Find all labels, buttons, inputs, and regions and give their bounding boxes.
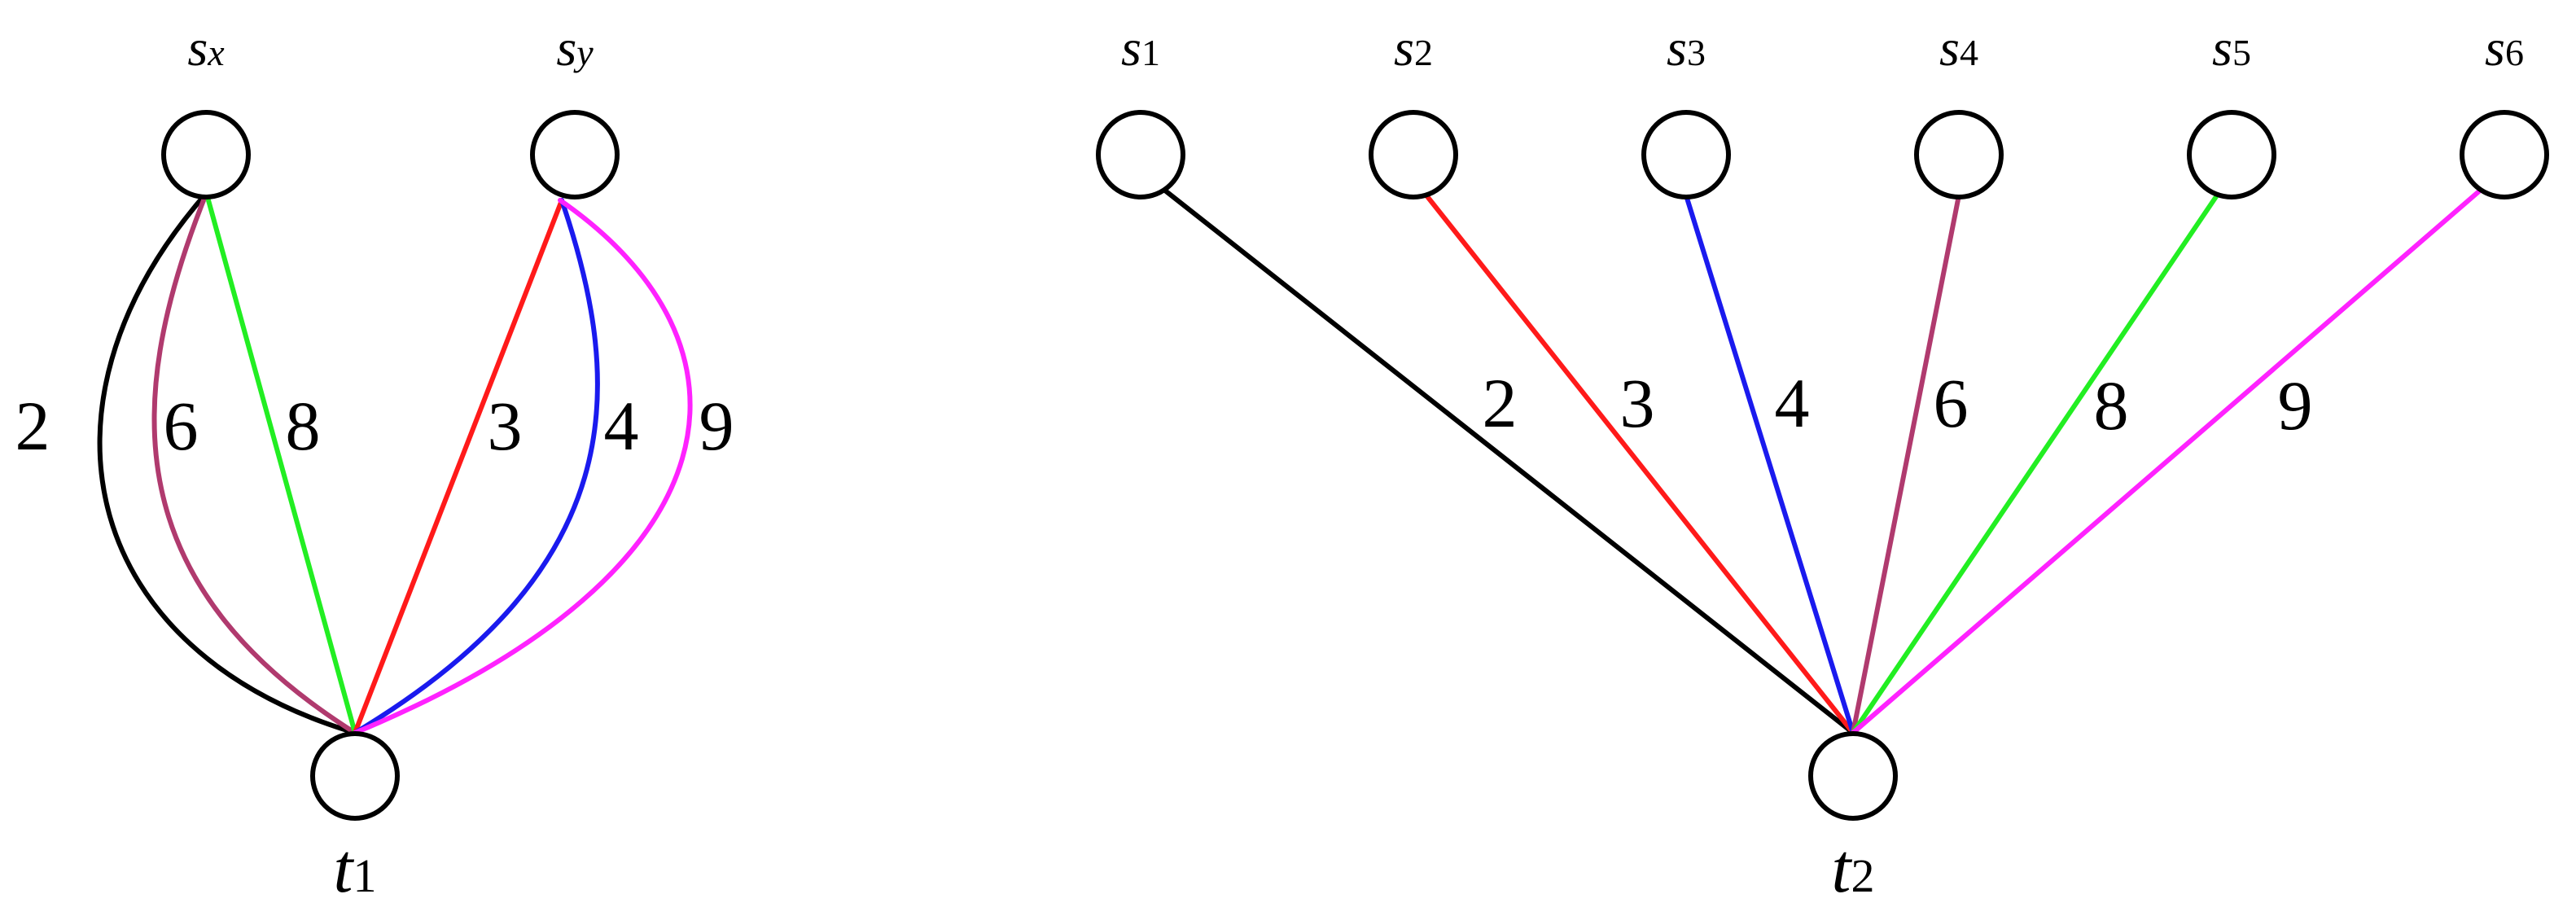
node-s3 <box>1641 110 1731 199</box>
edge-sy-t1-w9 <box>353 198 693 735</box>
node-label-s5: s5 <box>2212 19 2251 77</box>
node-label-s1: s1 <box>1121 19 1160 77</box>
node-s2 <box>1369 110 1458 199</box>
node-s4 <box>1914 110 2004 199</box>
node-s5 <box>2187 110 2276 199</box>
edge-weight-label: 3 <box>488 387 523 465</box>
edge-sx-t1-w8 <box>206 198 357 735</box>
node-label-sx: sx <box>187 19 225 77</box>
node-t2 <box>1808 731 1898 821</box>
edge-sy-t1-w4 <box>353 198 600 735</box>
node-label-s3: s3 <box>1667 19 1706 77</box>
edge-s5-t2-w8 <box>1851 193 2219 735</box>
edge-weight-label: 2 <box>15 387 50 465</box>
right-nodes: s1 s2 s3 s4 s5 s6 t2 <box>1096 19 2549 907</box>
edge-weight-label: 4 <box>1775 364 1810 442</box>
edge-weight-label: 8 <box>286 387 321 465</box>
edge-weight-label: 9 <box>2278 366 2313 445</box>
edge-sx-t1-w6 <box>151 198 357 735</box>
node-label-t2: t2 <box>1832 829 1875 907</box>
left-edges <box>97 198 693 735</box>
edge-s4-t2-w6 <box>1851 193 1961 735</box>
edge-weight-label: 6 <box>1934 364 1969 442</box>
node-t1 <box>310 731 400 821</box>
node-label-s4: s4 <box>1939 19 1978 77</box>
right-edges <box>1163 188 2482 735</box>
edge-s3-t2-w4 <box>1684 193 1855 735</box>
edge-s1-t2-w2 <box>1163 188 1855 735</box>
edge-s6-t2-w9 <box>1851 188 2482 735</box>
node-s1 <box>1096 110 1185 199</box>
node-sy <box>530 110 620 199</box>
edge-weight-label: 4 <box>604 387 639 465</box>
node-label-s6: s6 <box>2485 19 2524 77</box>
edge-weight-label: 9 <box>699 387 734 465</box>
edge-s2-t2-w3 <box>1424 193 1855 735</box>
edge-sx-t1-w2 <box>97 198 357 735</box>
node-label-t1: t1 <box>334 829 377 907</box>
node-s6 <box>2460 110 2549 199</box>
edge-weight-label: 3 <box>1620 364 1655 442</box>
edge-weight-label: 8 <box>2094 366 2129 445</box>
edge-weight-label: 2 <box>1483 364 1518 442</box>
node-sx <box>161 110 251 199</box>
edge-sy-t1-w3 <box>353 198 564 735</box>
node-label-s2: s2 <box>1394 19 1433 77</box>
node-label-sy: sy <box>556 19 594 77</box>
edge-weight-label: 6 <box>164 387 199 465</box>
left-nodes: sx sy t1 <box>161 19 620 907</box>
